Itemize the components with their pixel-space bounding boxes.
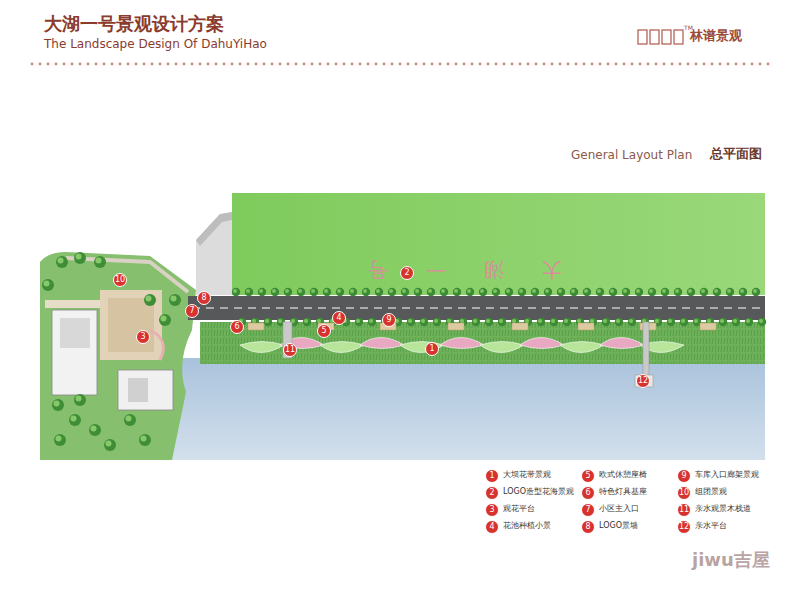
lawn-flower-text: 大湖一号: [330, 258, 562, 281]
legend-number: 3: [485, 503, 499, 517]
road: [188, 296, 765, 320]
callout-number: 6: [230, 320, 244, 334]
dotted-rule: [31, 63, 770, 66]
legend-number: 12: [677, 520, 691, 534]
subtitle: The Landscape Design Of DahuYiHao: [44, 38, 267, 52]
callout-number: 7: [185, 304, 199, 318]
legend-text: 亲水观景木栈道: [695, 504, 751, 513]
legend-text: LOGO景墙: [599, 521, 638, 530]
plan-heading: General Layout Plan: [571, 149, 692, 163]
legend-text: 特色灯具基座: [599, 487, 647, 496]
legend-number: 7: [581, 503, 595, 517]
legend-number: 9: [677, 469, 691, 483]
legend-number: 11: [677, 503, 691, 517]
callout-number: 5: [317, 324, 331, 338]
residential-site: [40, 252, 196, 460]
callout-number: 12: [636, 374, 650, 388]
legend-number: 10: [677, 486, 691, 500]
legend-number: 6: [581, 486, 595, 500]
logo-icon: [638, 30, 683, 44]
legend-text: 组团景观: [695, 487, 727, 496]
legend-text: 车库入口廊架景观: [695, 470, 759, 479]
company-logo: 林谱景观: [690, 29, 742, 44]
callout-number: 8: [197, 291, 211, 305]
legend-number: 1: [485, 469, 499, 483]
callout-number: 2: [400, 266, 414, 280]
plan-heading: 总平面图: [710, 147, 762, 162]
legend-number: 4: [485, 520, 499, 534]
legend-text: 亲水平台: [695, 521, 727, 530]
legend-text: 欧式休憩座椅: [599, 470, 647, 479]
callout-number: 9: [382, 313, 396, 327]
legend-number: 8: [581, 520, 595, 534]
legend-text: 花池种植小景: [503, 521, 551, 530]
planting-band: [200, 322, 765, 364]
trademark: TM: [684, 25, 693, 32]
callout-number: 10: [113, 273, 127, 287]
lake: [170, 358, 765, 460]
legend-text: 观花平台: [503, 504, 535, 513]
callout-number: 4: [332, 311, 346, 325]
legend-number: 2: [485, 486, 499, 500]
callout-number: 11: [283, 343, 297, 357]
legend-text: LOGO造型花海景观: [503, 487, 574, 496]
callout-number: 3: [136, 330, 150, 344]
legend-text: 小区主入口: [599, 504, 639, 513]
callout-number: 1: [425, 342, 439, 356]
legend-text: 大坝花带景观: [503, 470, 551, 479]
dam-lawn: [232, 193, 765, 295]
watermark: jiwu吉屋: [692, 550, 770, 571]
legend-number: 5: [581, 469, 595, 483]
page-title: 大湖一号景观设计方案: [44, 14, 224, 35]
boardwalk: [643, 322, 649, 378]
water-platform: [635, 375, 653, 387]
